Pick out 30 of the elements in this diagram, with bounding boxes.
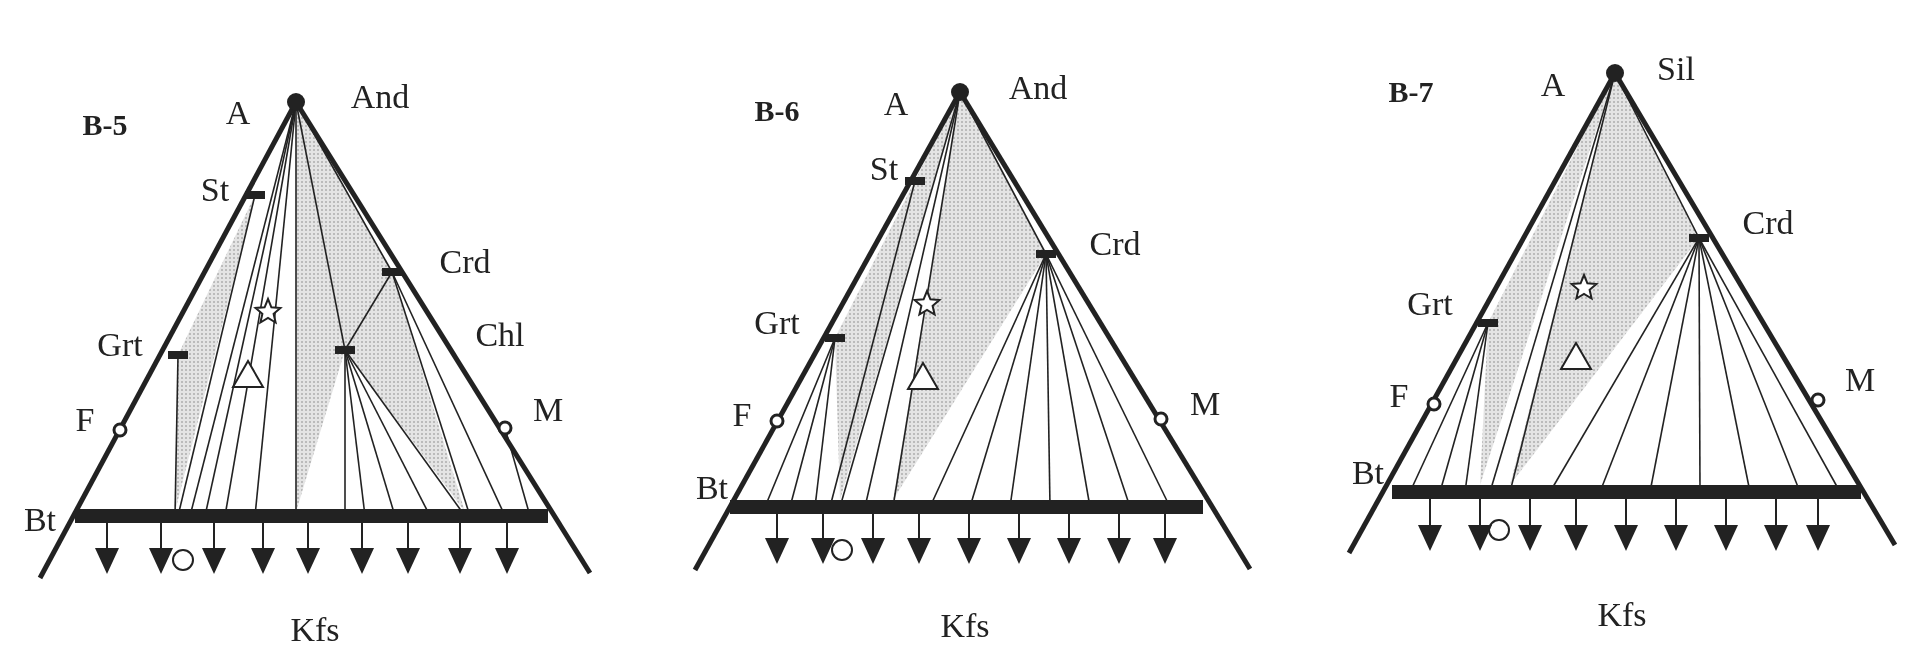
- phase-label: And: [350, 80, 410, 114]
- vertex-label: M: [1189, 387, 1221, 421]
- vertex-label: A: [225, 96, 251, 130]
- phase-label: Kfs: [940, 609, 990, 643]
- phase-label: Sil: [1657, 52, 1695, 86]
- vertex-label: A: [883, 87, 909, 121]
- phase-label: Grt: [97, 328, 143, 362]
- phase-label: Grt: [1407, 287, 1453, 321]
- panel-label: B-7: [1388, 77, 1434, 107]
- vertex-label: F: [732, 398, 752, 432]
- panel-label: B-5: [82, 110, 128, 140]
- panel-label: B-6: [754, 96, 800, 126]
- vertex-label: M: [1844, 363, 1876, 397]
- vertex-label: A: [1540, 68, 1566, 102]
- phase-label: Crd: [1089, 227, 1141, 261]
- phase-label: Crd: [1742, 206, 1794, 240]
- phase-label: Kfs: [1597, 598, 1647, 632]
- vertex-label: F: [75, 403, 95, 437]
- vertex-label: F: [1389, 379, 1409, 413]
- phase-label: Crd: [439, 245, 491, 279]
- phase-label: Chl: [475, 318, 525, 352]
- phase-label: Bt: [695, 471, 729, 505]
- phase-label: Grt: [754, 306, 800, 340]
- vertex-label: M: [532, 393, 564, 427]
- phase-label: St: [200, 173, 230, 207]
- phase-label: Kfs: [290, 613, 340, 647]
- phase-label: Bt: [23, 503, 57, 537]
- phase-label: Bt: [1351, 456, 1385, 490]
- phase-label: And: [1008, 71, 1068, 105]
- phase-label: St: [869, 152, 899, 186]
